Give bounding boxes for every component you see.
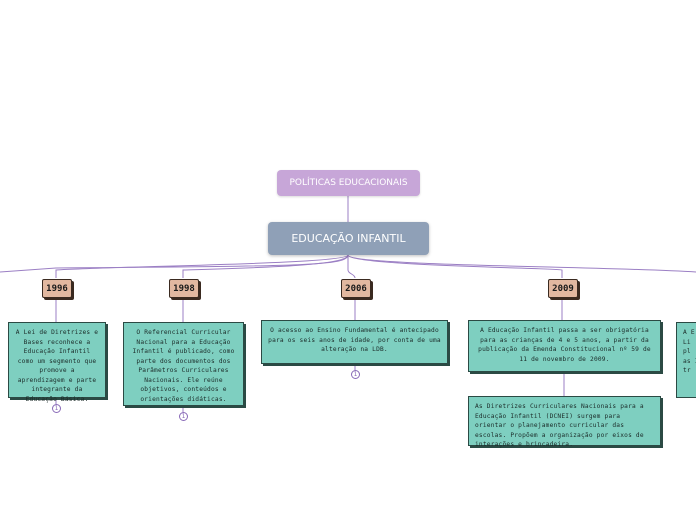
topic-card-1998[interactable]: O Referencial Curricular Nacional para a… <box>123 322 244 406</box>
parent-topic-node[interactable]: POLÍTICAS EDUCACIONAIS <box>277 170 420 196</box>
year-node-2006[interactable]: 2006 <box>341 279 371 298</box>
topic-card-2009[interactable]: A Educação Infantil passa a ser obrigató… <box>468 320 661 372</box>
year-node-2009[interactable]: 2009 <box>548 279 578 298</box>
attachment-count-badge[interactable]: 1 <box>351 370 360 379</box>
year-node-1996[interactable]: 1996 <box>42 279 72 298</box>
subtopic-card-2009[interactable]: As Diretrizes Curriculares Nacionais par… <box>468 396 661 448</box>
topic-card-cropped[interactable]: A E Li pl as I tr <box>676 322 696 398</box>
central-topic-node[interactable]: EDUCAÇÃO INFANTIL <box>268 222 429 255</box>
topic-card-2006[interactable]: O acesso ao Ensino Fundamental é antecip… <box>261 320 448 364</box>
attachment-count-badge[interactable]: 1 <box>52 404 61 413</box>
attachment-count-badge[interactable]: 1 <box>179 412 188 421</box>
year-node-1998[interactable]: 1998 <box>169 279 199 298</box>
topic-card-1996[interactable]: A Lei de Diretrizes e Bases reconhece a … <box>8 322 106 403</box>
